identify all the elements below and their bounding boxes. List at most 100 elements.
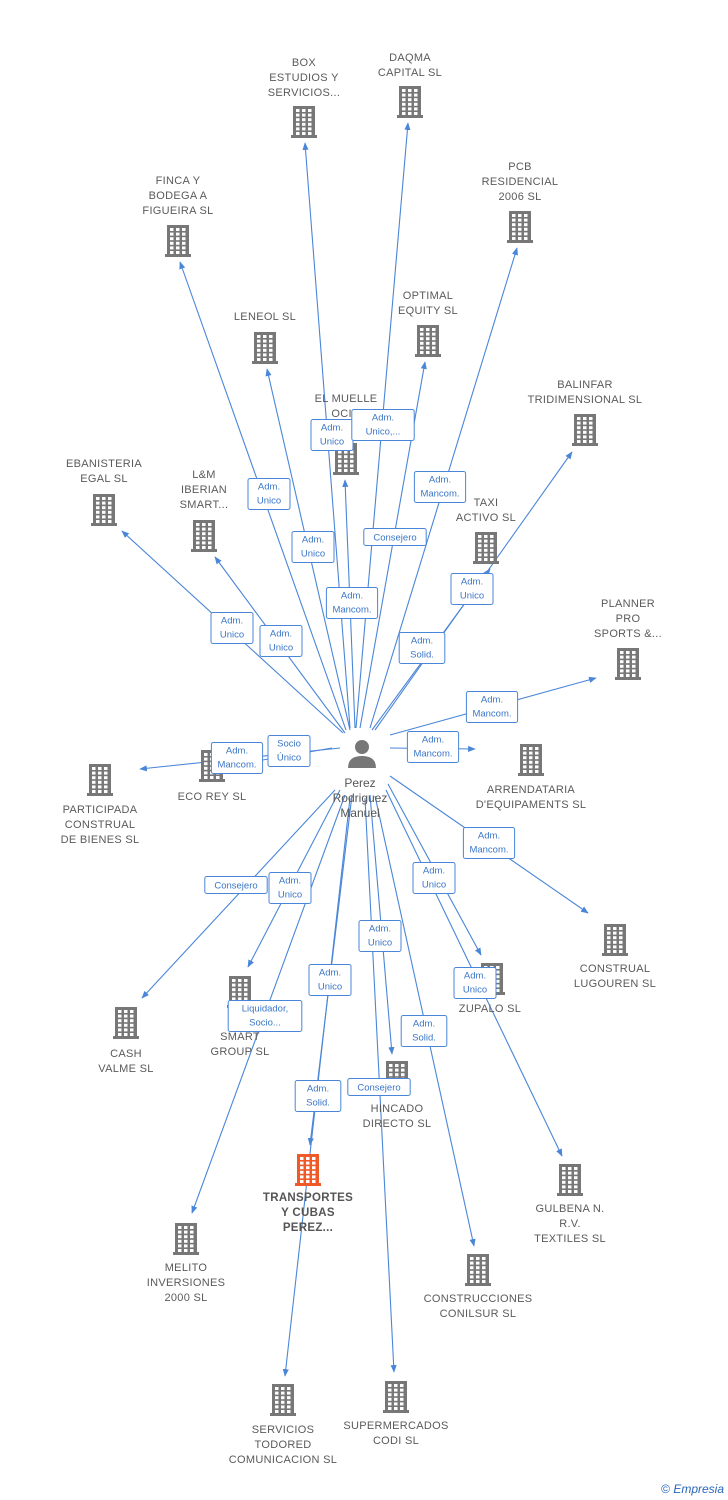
- relation-text: Adm.: [369, 924, 391, 935]
- relation-label-box[interactable]: Adm.Unico: [310, 419, 354, 451]
- relation-text: Adm.: [319, 968, 341, 979]
- building-icon: [295, 1154, 321, 1186]
- relation-label-zupalo[interactable]: Adm.Unico: [412, 862, 456, 894]
- relation-label-construal[interactable]: Adm.Mancom.: [462, 827, 516, 859]
- relation-label-muelle[interactable]: Adm.Mancom.: [325, 587, 379, 619]
- company-label: CONSTRUAL: [580, 963, 651, 975]
- relation-label-lm[interactable]: Adm.Unico: [259, 625, 303, 657]
- relation-label-melito[interactable]: Liquidador,Socio...: [227, 1000, 303, 1032]
- relation-label-gulbena[interactable]: Adm.Unico: [453, 967, 497, 999]
- building-icon: [518, 744, 544, 776]
- relation-text: Adm.: [221, 616, 243, 627]
- building-icon: [113, 1007, 139, 1039]
- relation-label-participada[interactable]: Adm.Mancom.: [210, 742, 264, 774]
- company-label: INVERSIONES: [147, 1277, 226, 1289]
- relation-label-hincado[interactable]: Adm.Unico: [358, 920, 402, 952]
- company-label: EBANISTERIA: [66, 458, 142, 470]
- company-label: PRO: [616, 613, 641, 625]
- company-label: BODEGA A: [149, 190, 208, 202]
- relation-text: Unico,...: [366, 427, 401, 438]
- relation-label-conilsur[interactable]: Adm.Solid.: [400, 1015, 448, 1047]
- relation-label-optimal[interactable]: Consejero: [363, 528, 427, 546]
- relation-label-taxi[interactable]: Adm.Solid.: [398, 632, 446, 664]
- relation-text: Consejero: [214, 881, 257, 892]
- relation-label-ebanisteria[interactable]: Adm. Unico: [210, 612, 254, 644]
- company-node-gulbena[interactable]: GULBENA N.R.V.TEXTILES SL: [534, 1164, 606, 1245]
- company-label: BALINFAR: [557, 379, 613, 391]
- relation-text: Unico: [422, 880, 446, 891]
- relation-label-daqma[interactable]: Adm. Unico,...: [351, 409, 415, 441]
- company-label: ARRENDATARIA: [487, 784, 576, 796]
- relation-text: Adm.: [464, 971, 486, 982]
- relation-text: Solid.: [410, 650, 434, 661]
- company-node-leneol[interactable]: LENEOL SL: [234, 311, 296, 364]
- relation-text: Unico: [320, 437, 344, 448]
- relation-text: Mancom.: [413, 749, 452, 760]
- person-name: Perez: [344, 776, 375, 790]
- relation-label-planner[interactable]: Adm.Mancom.: [465, 691, 519, 723]
- relation-text: Adm.: [270, 629, 292, 640]
- company-label: VALME SL: [98, 1063, 153, 1075]
- company-label: ECO REY SL: [178, 791, 247, 803]
- relation-label-codi[interactable]: Consejero: [347, 1078, 411, 1096]
- company-label: EL MUELLE: [315, 393, 378, 405]
- relation-text: Adm.: [478, 831, 500, 842]
- relation-text: Mancom.: [420, 489, 459, 500]
- relation-label-transportes[interactable]: Adm. Unico: [308, 964, 352, 996]
- company-label: 2000 SL: [164, 1292, 207, 1304]
- relation-text: Unico: [318, 982, 342, 993]
- relation-text: Adm.: [372, 413, 394, 424]
- building-icon: [270, 1384, 296, 1416]
- relation-label-finca[interactable]: Adm. Unico: [247, 478, 291, 510]
- relation-text: Único: [277, 753, 301, 764]
- relation-text: Solid.: [306, 1098, 330, 1109]
- company-label: SERVICIOS: [252, 1424, 314, 1436]
- company-label: PCB: [508, 161, 532, 173]
- company-label: SPORTS &...: [594, 628, 662, 640]
- company-label: ZUPALO SL: [459, 1003, 521, 1015]
- relation-label-todored[interactable]: Adm.Solid.: [294, 1080, 342, 1112]
- company-label: PEREZ...: [283, 1222, 333, 1234]
- company-node-lm[interactable]: L&MIBERIANSMART...: [180, 469, 229, 552]
- relation-label-cash[interactable]: Consejero: [204, 876, 268, 894]
- relation-text: Unico: [220, 630, 244, 641]
- footer-brand[interactable]: © Empresia: [661, 1482, 724, 1496]
- copyright-symbol: ©: [661, 1482, 670, 1496]
- company-label: HINCADO: [371, 1103, 424, 1115]
- relation-label-arrendataria[interactable]: Adm.Mancom.: [406, 731, 460, 763]
- relation-label-balinfar[interactable]: Adm.Unico: [450, 573, 494, 605]
- relation-label-nsmart[interactable]: Adm.Unico: [268, 872, 312, 904]
- relation-text: Adm.: [258, 482, 280, 493]
- relation-label-leneol[interactable]: Adm.Unico: [291, 531, 335, 563]
- relation-text: Socio...: [249, 1018, 281, 1029]
- company-label: SMART: [220, 1031, 260, 1043]
- company-node-nsmart[interactable]: NSMARTGROUP SL: [210, 976, 269, 1058]
- relation-text: Unico: [257, 496, 281, 507]
- relation-text: Unico: [301, 549, 325, 560]
- relation-label-pcb[interactable]: Adm.Mancom.: [413, 471, 467, 503]
- building-icon: [507, 211, 533, 243]
- building-icon: [615, 648, 641, 680]
- company-label: ESTUDIOS Y: [269, 72, 339, 84]
- building-icon: [173, 1223, 199, 1255]
